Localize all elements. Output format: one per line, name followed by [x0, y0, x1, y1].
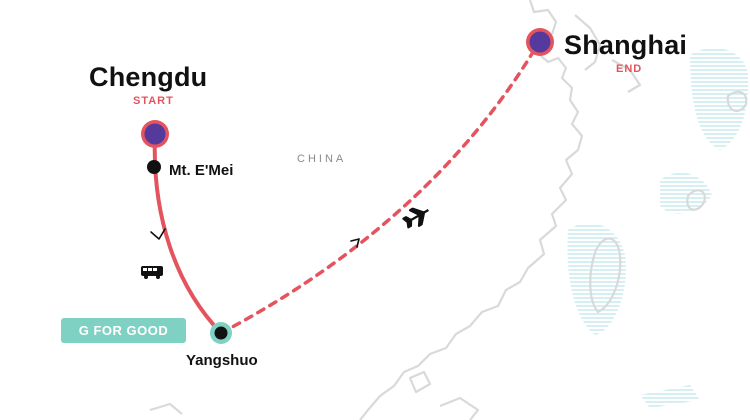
- city-label-mt-emei: Mt. E'Mei: [169, 162, 234, 179]
- end-label: END: [616, 63, 643, 75]
- coastline: [149, 0, 748, 420]
- city-label-shanghai: Shanghai: [564, 30, 688, 60]
- route-legs: [152, 40, 541, 335]
- g-for-good-badge[interactable]: G FOR GOOD: [61, 318, 186, 343]
- city-label-chengdu: Chengdu: [89, 62, 208, 92]
- marker-mt-emei[interactable]: [147, 160, 161, 174]
- city-label-yangshuo: Yangshuo: [186, 352, 258, 369]
- start-label: START: [133, 95, 174, 107]
- country-label: CHINA: [297, 153, 347, 165]
- marker-chengdu[interactable]: [141, 120, 169, 148]
- direction-arrow-icon: [150, 228, 166, 240]
- marker-shanghai[interactable]: [526, 28, 554, 56]
- direction-arrows: [150, 228, 360, 248]
- direction-arrow-icon: [350, 238, 360, 248]
- plane-icon: [402, 207, 429, 229]
- sea-hatching: [567, 47, 749, 408]
- bus-icon: [141, 266, 163, 279]
- leg-yangshuo-shanghai: [219, 40, 541, 335]
- marker-yangshuo[interactable]: [210, 322, 232, 344]
